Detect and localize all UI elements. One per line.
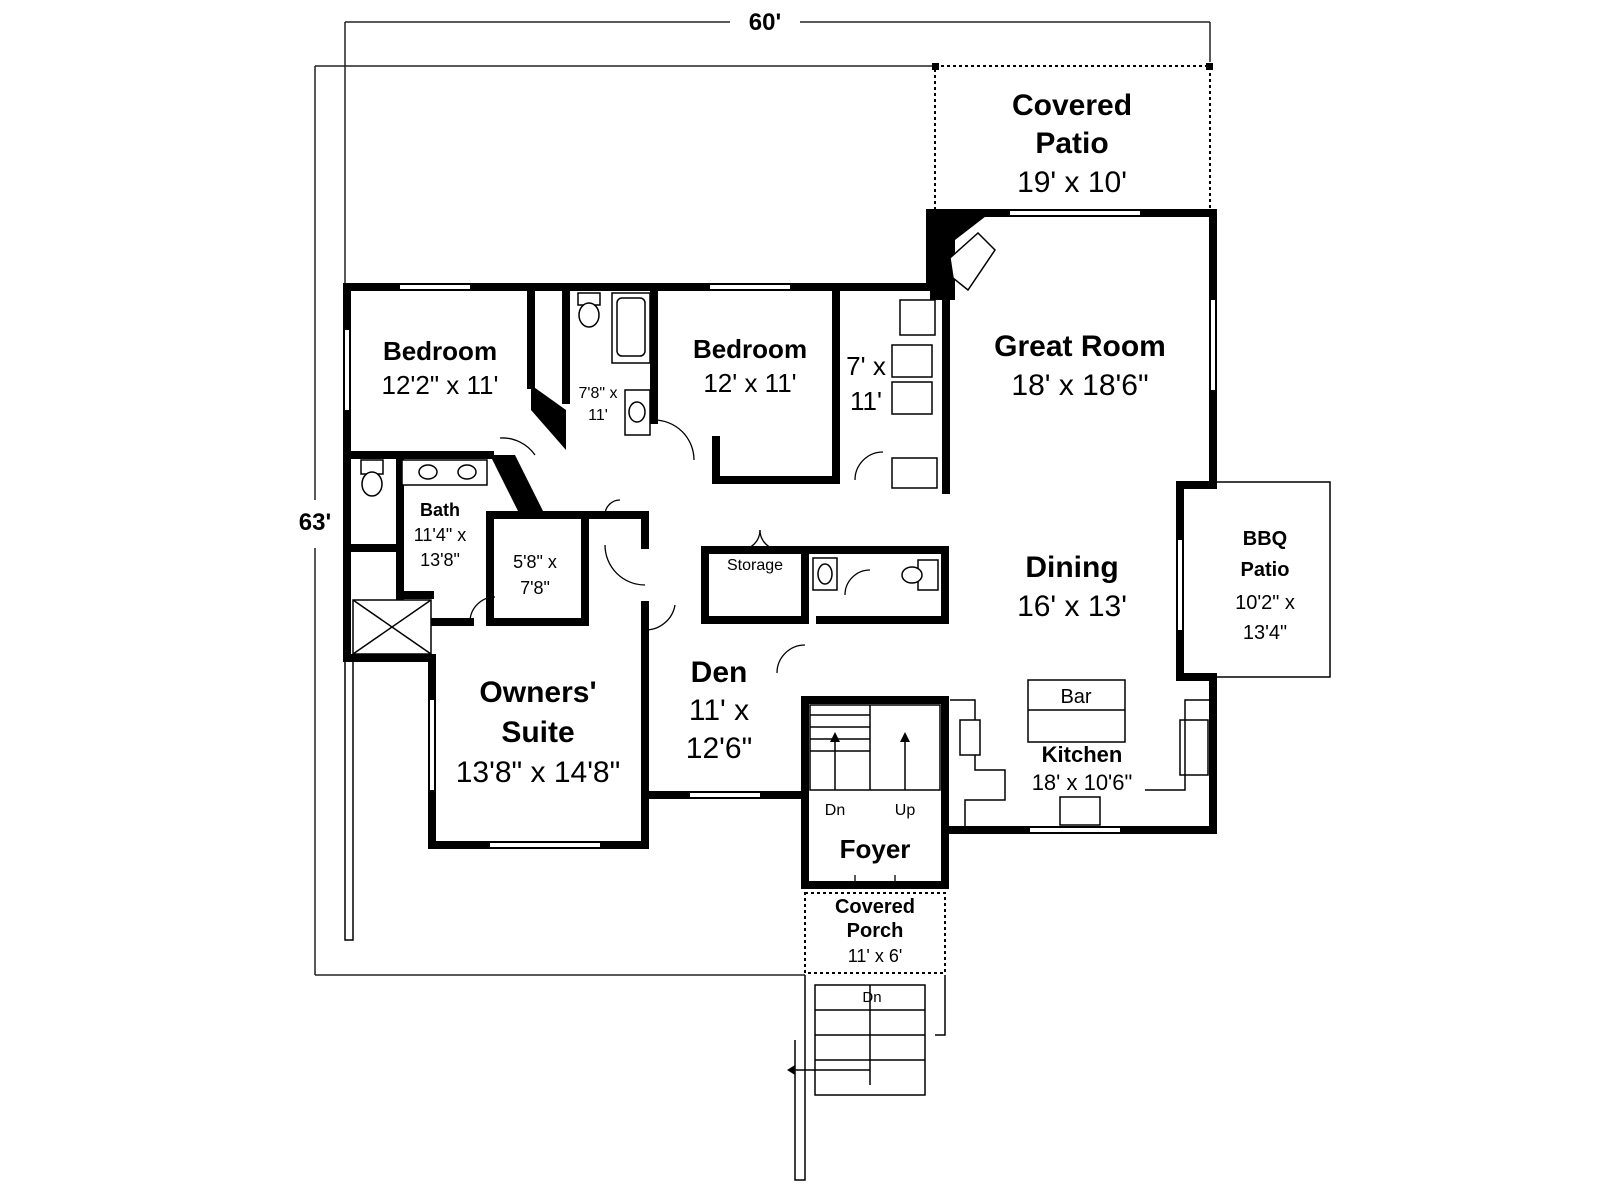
bar-counter: [1027, 679, 1126, 743]
foyer-label: Foyer: [840, 834, 911, 864]
dining-label: Dining: [1025, 551, 1118, 584]
hall-bath-size: 11': [588, 407, 608, 424]
dimension-labels: 60' 63': [299, 9, 781, 536]
laundry-size: 7' x: [846, 351, 886, 381]
great-room-size: 18' x 18'6": [1011, 369, 1148, 402]
owner-bath-size: 13'8": [420, 550, 460, 570]
kitchen-size: 18' x 10'6": [1032, 770, 1133, 795]
bbq-patio-label: Patio: [1241, 559, 1290, 581]
kitchen-label: Kitchen: [1042, 742, 1123, 767]
bbq-patio-size: 13'4": [1243, 622, 1287, 644]
covered-porch-label: Porch: [847, 920, 904, 942]
bbq-patio-label: BBQ: [1243, 528, 1287, 550]
fireplace: [930, 213, 996, 300]
den-size: 11' x: [689, 694, 749, 727]
dimension-lines: [314, 21, 1211, 976]
windows: [345, 211, 1215, 847]
covered-patio-size: 19' x 10': [1017, 166, 1127, 199]
owners-suite-size: 13'8" x 14'8": [456, 756, 621, 789]
door-swings: [469, 419, 896, 885]
den-size: 12'6": [686, 732, 752, 765]
closet-size: 7'8": [520, 578, 550, 598]
laundry-appliances: [891, 299, 938, 489]
owner-bath-size: 11'4" x: [414, 525, 467, 545]
laundry-size: 11': [850, 386, 882, 416]
bedroom-left-label: Bedroom: [383, 336, 497, 366]
hall-bath-size: 7'8" x: [579, 385, 618, 402]
room-labels: Covered Patio 19' x 10' Bedroom 12'2" x …: [382, 89, 1295, 1006]
storage-label: Storage: [727, 557, 783, 574]
dining-size: 16' x 13': [1017, 590, 1127, 623]
bar-label: Bar: [1060, 686, 1091, 708]
stair-up-label: Up: [895, 802, 916, 819]
closet-corner: [490, 455, 545, 515]
owner-bath-label: Bath: [420, 500, 460, 520]
stair-down-label: Dn: [825, 802, 845, 819]
bbq-patio-size: 10'2" x: [1235, 592, 1295, 614]
bedroom-mid-label: Bedroom: [693, 334, 807, 364]
covered-patio-label: Covered: [1012, 89, 1132, 122]
den-label: Den: [691, 656, 748, 689]
covered-porch-outline: [804, 892, 946, 974]
covered-patio: [932, 63, 1213, 212]
closet-size: 5'8" x: [513, 552, 557, 572]
owners-suite-label: Suite: [501, 716, 574, 749]
exterior-stair-down-label: Dn: [862, 989, 881, 1006]
interior-stairs: [809, 704, 941, 791]
exterior-stairs: [787, 975, 946, 1181]
covered-porch-size: 11' x 6': [848, 946, 903, 966]
depth-dimension: 63': [299, 509, 331, 536]
interior-walls: [343, 283, 950, 834]
side-wall: [344, 657, 354, 941]
width-dimension: 60': [749, 9, 781, 36]
closet-corner: [531, 385, 566, 450]
bedroom-left-size: 12'2" x 11': [382, 370, 499, 400]
bath-fixtures: [352, 292, 939, 655]
covered-patio-label: Patio: [1035, 127, 1108, 160]
great-room-label: Great Room: [994, 330, 1166, 363]
kitchen-fixtures: [950, 679, 1210, 830]
owners-suite-label: Owners': [479, 676, 596, 709]
bedroom-mid-size: 12' x 11': [703, 368, 796, 398]
covered-porch-label: Covered: [835, 896, 915, 918]
